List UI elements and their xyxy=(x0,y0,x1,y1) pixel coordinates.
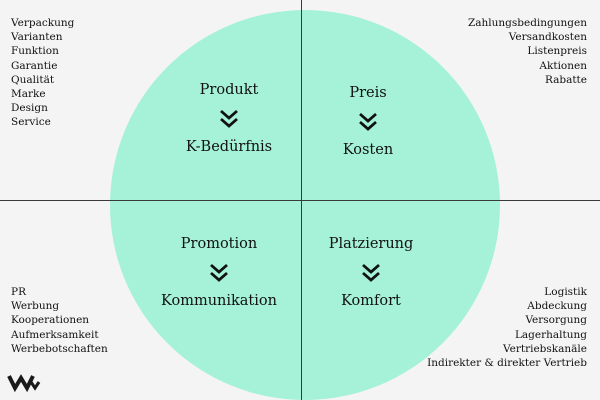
list-item: Marke xyxy=(11,88,46,101)
promotion-attributes-list: PR Werbung Kooperationen Aufmerksamkeit … xyxy=(11,285,108,356)
list-item: Vertriebskanäle xyxy=(503,342,587,355)
list-item: Design xyxy=(11,102,48,115)
list-item: Rabatte xyxy=(544,73,587,86)
list-item: Service xyxy=(11,116,51,129)
list-item: Werbung xyxy=(11,300,60,313)
quadrant-title-preis: Preis xyxy=(349,85,387,101)
quadrant-title-platzierung: Platzierung xyxy=(328,236,414,252)
center-circle xyxy=(110,10,500,400)
list-item: Versorgung xyxy=(525,314,587,327)
quadrant-platzierung: Platzierung Komfort xyxy=(281,235,461,310)
brand-logo-icon xyxy=(7,374,41,392)
list-item: PR xyxy=(11,286,26,298)
price-attributes-list: Zahlungsbedingungen Versandkosten Listen… xyxy=(468,16,587,87)
quadrant-title-promotion: Promotion xyxy=(180,236,258,252)
horizontal-axis-line xyxy=(0,200,600,201)
double-chevron-down-icon xyxy=(210,263,228,282)
list-item: Logistik xyxy=(544,286,587,298)
quadrant-preis: Preis Kosten xyxy=(278,84,458,159)
product-attributes-list: Verpackung Varianten Funktion Garantie Q… xyxy=(11,16,74,130)
double-chevron-down-icon xyxy=(362,263,380,282)
list-item: Garantie xyxy=(11,59,58,72)
list-item: Werbebotschaften xyxy=(11,342,108,355)
list-item: Lagerhaltung xyxy=(514,328,587,341)
list-item: Zahlungsbedingungen xyxy=(467,17,587,29)
quadrant-produkt: Produkt K-Bedürfnis xyxy=(139,81,319,156)
quadrant-subtitle-promotion: Kommunikation xyxy=(161,293,277,309)
quadrant-subtitle-platzierung: Komfort xyxy=(341,293,401,309)
quadrant-promotion: Promotion Kommunikation xyxy=(129,235,309,310)
list-item: Qualität xyxy=(11,73,55,86)
list-item: Aktionen xyxy=(539,59,587,72)
list-item: Kooperationen xyxy=(11,314,90,327)
list-item: Funktion xyxy=(11,45,59,58)
list-item: Verpackung xyxy=(11,17,75,29)
quadrant-subtitle-produkt: K-Bedürfnis xyxy=(185,139,273,155)
list-item: Abdeckung xyxy=(527,300,587,313)
placement-attributes-list: Logistik Abdeckung Versorgung Lagerhaltu… xyxy=(427,285,587,370)
list-item: Indirekter & direkter Vertrieb xyxy=(427,357,587,370)
quadrant-subtitle-preis: Kosten xyxy=(342,142,394,158)
list-item: Aufmerksamkeit xyxy=(11,328,99,341)
list-item: Varianten xyxy=(11,31,63,44)
double-chevron-down-icon xyxy=(220,109,238,128)
list-item: Versandkosten xyxy=(508,31,587,44)
double-chevron-down-icon xyxy=(359,112,377,131)
list-item: Listenpreis xyxy=(527,45,587,58)
quadrant-title-produkt: Produkt xyxy=(199,82,259,98)
